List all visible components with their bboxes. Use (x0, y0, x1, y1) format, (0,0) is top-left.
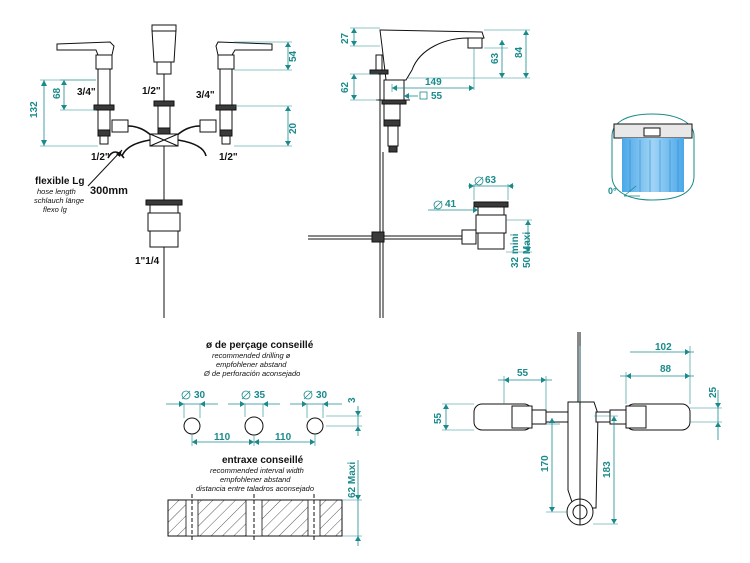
hose-line-1: hose length (37, 187, 76, 196)
hole-right (306, 417, 324, 435)
water-flow (622, 138, 684, 192)
diameter-symbol (474, 176, 484, 186)
hose-title: flexible Lg (35, 176, 84, 187)
dim-63: 63 (490, 52, 501, 64)
dim-spacing-left: 110 (214, 432, 231, 443)
dim-3: 3 (347, 397, 358, 403)
dim-dia-63: 63 (485, 175, 497, 186)
hose-pointer (87, 149, 123, 187)
hose-line-3: flexo lg (43, 205, 68, 214)
dim-32-mini: 32 mini (510, 233, 521, 268)
dim-25: 25 (708, 386, 719, 398)
drilling-line-2: empfohlener abstand (216, 360, 287, 369)
left-valve-cap (95, 54, 113, 70)
left-handle (56, 41, 115, 56)
angle-label: 0° (608, 186, 617, 196)
hole-center (244, 416, 264, 436)
right-handle (215, 41, 273, 56)
dim-88: 88 (660, 364, 672, 375)
hose-length-value: 300mm (90, 185, 128, 197)
dim-54: 54 (288, 50, 299, 62)
dim-50-maxi: 50 Maxi (522, 232, 533, 268)
dim-dia-left: 30 (194, 390, 206, 401)
drilling-title: ø de perçage conseillé (206, 340, 314, 351)
thread-center: 1/2" (142, 86, 161, 97)
top-spout-body (567, 401, 599, 509)
countertop-section (167, 494, 343, 542)
dim-55-width: 55 (517, 368, 529, 379)
top-view: 102 88 55 25 55 170 (433, 332, 722, 526)
thread-right-lower: 1/2" (219, 152, 238, 163)
thread-waste: 1"1/4 (135, 256, 160, 267)
dim-149: 149 (425, 77, 442, 88)
dim-62: 62 (340, 81, 351, 93)
dim-55-height: 55 (433, 412, 444, 424)
dim-68: 68 (52, 87, 63, 99)
square-symbol (419, 91, 428, 100)
center-spout (151, 29, 177, 63)
right-valve-cap (217, 54, 235, 70)
dim-dia-center: 35 (254, 390, 266, 401)
side-view: 27 84 63 149 62 55 6 (308, 27, 533, 318)
interval-line-3: distancia entre taladros aconsejado (196, 484, 314, 493)
dim-dia-41: 41 (445, 199, 457, 210)
left-valve-body (97, 68, 111, 108)
interval-title: entraxe conseillé (222, 455, 304, 466)
dim-170: 170 (540, 455, 551, 472)
drilling-diagram: ø de perçage conseillé recommended drill… (166, 340, 362, 546)
right-valve-body (219, 68, 233, 108)
thread-left-upper: 3/4" (77, 87, 96, 98)
hose-connections (107, 119, 217, 159)
dim-spacing-right: 110 (275, 432, 292, 443)
interval-line-1: recommended interval width (210, 466, 304, 475)
dim-62-maxi: 62 Maxi (347, 462, 358, 498)
dim-55: 55 (431, 91, 443, 102)
interval-line-2: empfohlener abstand (220, 475, 291, 484)
thread-left-lower: 1/2" (91, 152, 110, 163)
dim-dia-right: 30 (316, 390, 328, 401)
dim-132: 132 (29, 101, 40, 118)
hose-line-2: schlauch länge (34, 196, 84, 205)
drilling-line-1: recommended drilling ø (212, 351, 291, 360)
dim-20: 20 (288, 122, 299, 134)
waste-assembly (145, 146, 183, 318)
dim-27: 27 (340, 32, 351, 44)
dim-102: 102 (655, 342, 672, 353)
aerator-detail: 0° (608, 113, 695, 201)
drilling-line-3: Ø de perforación aconsejado (203, 369, 300, 378)
front-view: 132 68 54 20 3/4" 1/2" 1/2" 3/4" 1/2" 1"… (29, 24, 299, 318)
hole-left (183, 417, 201, 435)
dim-183: 183 (602, 461, 613, 478)
dim-84: 84 (514, 46, 525, 58)
thread-right-upper: 3/4" (196, 90, 215, 101)
